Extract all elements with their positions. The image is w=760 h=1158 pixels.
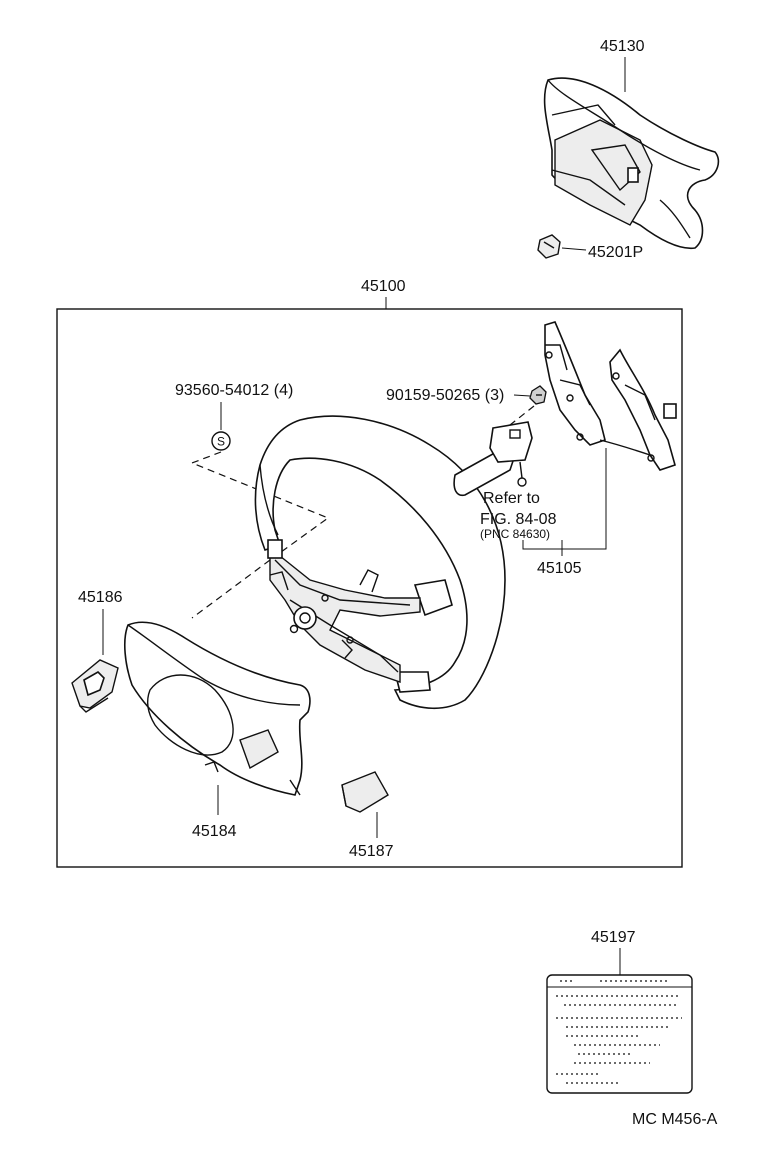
clip-45201p <box>537 234 561 259</box>
lower-cover-45184 <box>123 621 311 796</box>
label-45201p: 45201P <box>588 244 643 261</box>
label-93560: 93560-54012 (4) <box>175 382 293 399</box>
spoke-switch-right <box>609 348 677 471</box>
steering-wheel <box>254 415 506 710</box>
screw-90159 <box>529 385 547 405</box>
label-45130: 45130 <box>600 38 645 55</box>
dashed-line-screw <box>190 451 330 561</box>
label-90159: 90159-50265 (3) <box>386 387 504 404</box>
column-cover-45130 <box>543 77 720 250</box>
label-45100: 45100 <box>361 278 406 295</box>
dashed-line-cover <box>191 559 271 619</box>
bracket-45105-left <box>522 540 562 550</box>
bracket-45105-right <box>561 448 607 550</box>
label-45197: 45197 <box>591 929 636 946</box>
spoke-switch-left <box>544 321 606 446</box>
label-45105: 45105 <box>537 560 582 577</box>
refer-pnc-text: (PNC 84630) <box>480 527 550 541</box>
assembly-frame-45100 <box>56 308 683 868</box>
caution-label-45197 <box>546 974 693 1094</box>
leader-45201p <box>561 247 587 251</box>
leader-90159 <box>513 394 531 397</box>
dashed-line-90159 <box>509 405 535 426</box>
cover-45186 <box>71 659 119 713</box>
diagram-code: MC M456-A <box>632 1111 718 1128</box>
screw-s-symbol: S <box>211 431 231 451</box>
pad-45187 <box>341 771 389 813</box>
label-45186: 45186 <box>78 589 123 606</box>
s-symbol-text: S <box>217 435 225 449</box>
switch-wire <box>599 439 651 456</box>
label-45187: 45187 <box>349 843 394 860</box>
combination-switch <box>453 421 533 497</box>
refer-to-text: Refer to <box>483 490 540 507</box>
refer-fig-text: FIG. 84-08 <box>480 511 557 528</box>
label-45184: 45184 <box>192 823 237 840</box>
